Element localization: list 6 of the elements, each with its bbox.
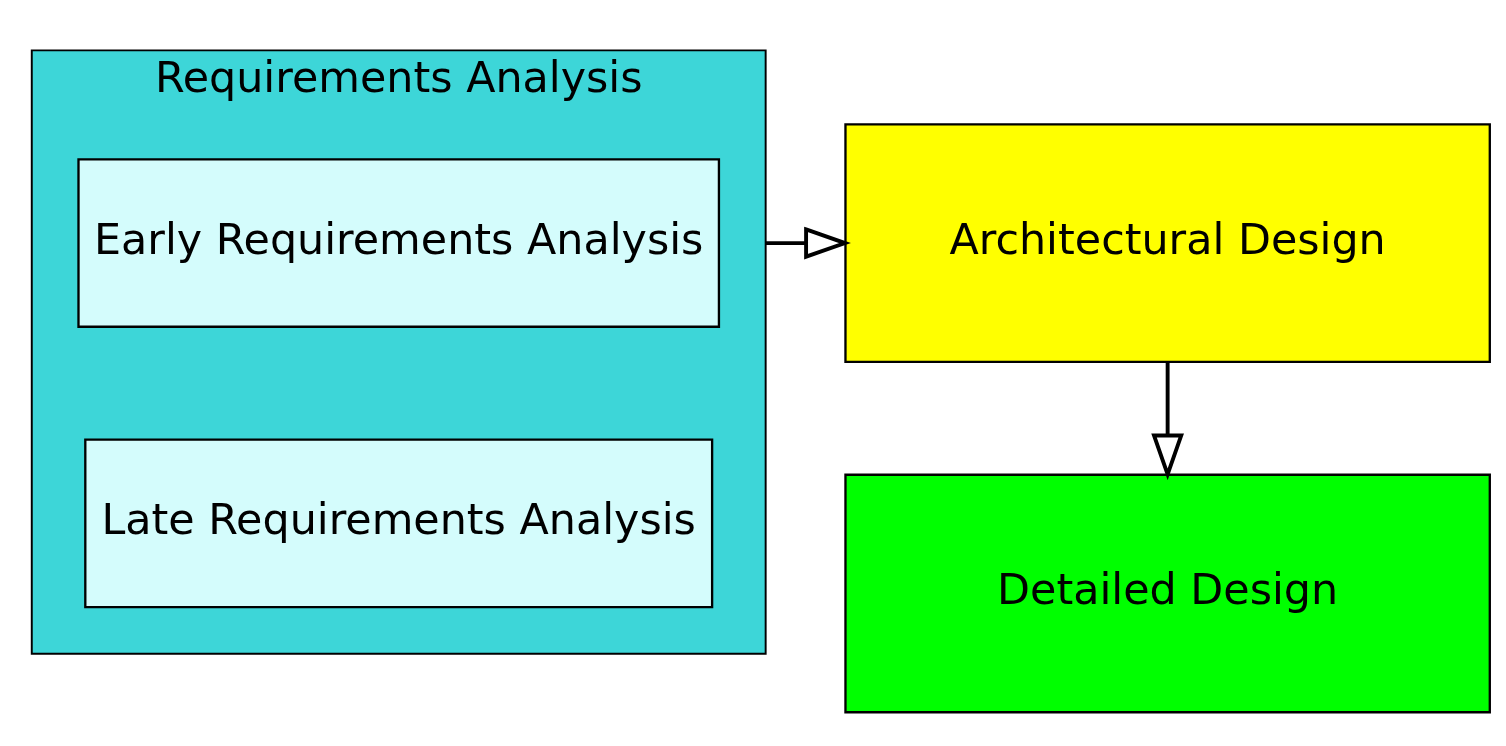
node-box: Detailed Design xyxy=(844,473,1491,713)
node-box: Late Requirements Analysis xyxy=(84,438,714,608)
arrow xyxy=(1151,361,1184,480)
node-box: Architectural Design xyxy=(844,122,1491,363)
node-box: Early Requirements Analysis xyxy=(77,157,721,328)
arrow xyxy=(765,226,851,259)
